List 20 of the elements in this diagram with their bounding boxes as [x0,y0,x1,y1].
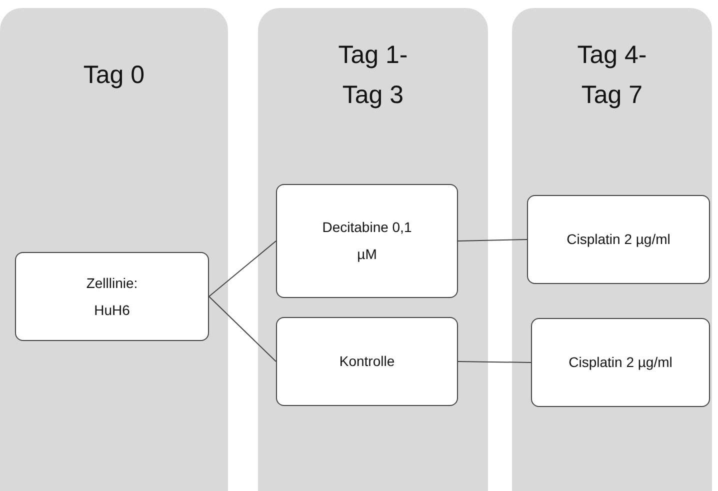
process-box [276,184,458,298]
connector-line [208,296,276,362]
process-box [15,252,209,341]
box-label: Cisplatin 2 µg/ml [568,353,672,372]
box-label: Cisplatin 2 µg/ml [566,230,670,250]
phase-heading: Tag 4- Tag 7 [576,40,648,111]
connector-line [208,240,276,297]
phase-column [0,8,228,491]
box-label: Zelllinie: HuH6 [85,274,139,320]
phase-column [258,8,488,491]
phase-heading: Tag 0 [83,60,145,91]
phase-column [512,8,712,491]
process-box [527,195,710,284]
process-box [531,318,710,407]
box-label: Kontrolle [339,352,395,372]
connector-line [458,239,528,242]
process-box [276,317,458,406]
connector-line [458,361,532,363]
phase-heading: Tag 1- Tag 3 [337,40,409,111]
box-label: Decitabine 0,1 µM [322,218,412,264]
